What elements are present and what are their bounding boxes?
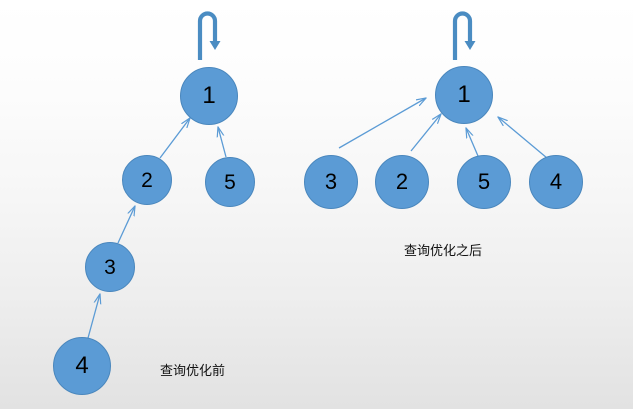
node-label: 5	[224, 170, 236, 194]
node-b3[interactable]: 3	[85, 242, 135, 292]
node-label: 4	[549, 169, 563, 194]
node-label: 4	[75, 352, 89, 379]
self-loop-arrowhead-a1	[464, 41, 476, 50]
node-a4[interactable]: 4	[529, 155, 583, 209]
edge-b2-to-b1	[159, 118, 190, 159]
self-loop-arrowhead-b1	[209, 41, 221, 50]
self-loop-group	[197, 11, 476, 60]
edge-a4-to-a1	[498, 117, 548, 159]
node-a3[interactable]: 3	[304, 155, 358, 209]
node-label: 5	[477, 169, 491, 194]
caption-before: 查询优化前	[160, 364, 226, 379]
edge-group	[87, 98, 548, 339]
node-label: 3	[104, 255, 116, 279]
node-a5[interactable]: 5	[457, 155, 511, 209]
node-b2[interactable]: 2	[122, 155, 172, 205]
edge-a2-to-a1	[410, 114, 441, 152]
self-loop-a1	[452, 11, 473, 60]
caption-after: 查询优化之后	[404, 244, 483, 259]
edge-a3-to-a1	[338, 98, 426, 149]
node-label: 1	[457, 81, 471, 108]
node-b1[interactable]: 1	[180, 67, 238, 125]
node-label: 2	[141, 168, 153, 192]
node-b4[interactable]: 4	[53, 337, 111, 395]
self-loop-b1	[197, 11, 218, 60]
node-label: 1	[202, 82, 216, 109]
node-a2[interactable]: 2	[375, 155, 429, 209]
edge-a5-to-a1	[466, 128, 479, 157]
node-b5[interactable]: 5	[205, 157, 255, 207]
edge-b5-to-b1	[218, 127, 227, 158]
node-a1[interactable]: 1	[435, 66, 493, 124]
edge-b3-to-b2	[117, 206, 135, 244]
edge-b4-to-b3	[87, 294, 100, 339]
node-label: 3	[324, 169, 338, 194]
node-label: 2	[395, 169, 409, 194]
